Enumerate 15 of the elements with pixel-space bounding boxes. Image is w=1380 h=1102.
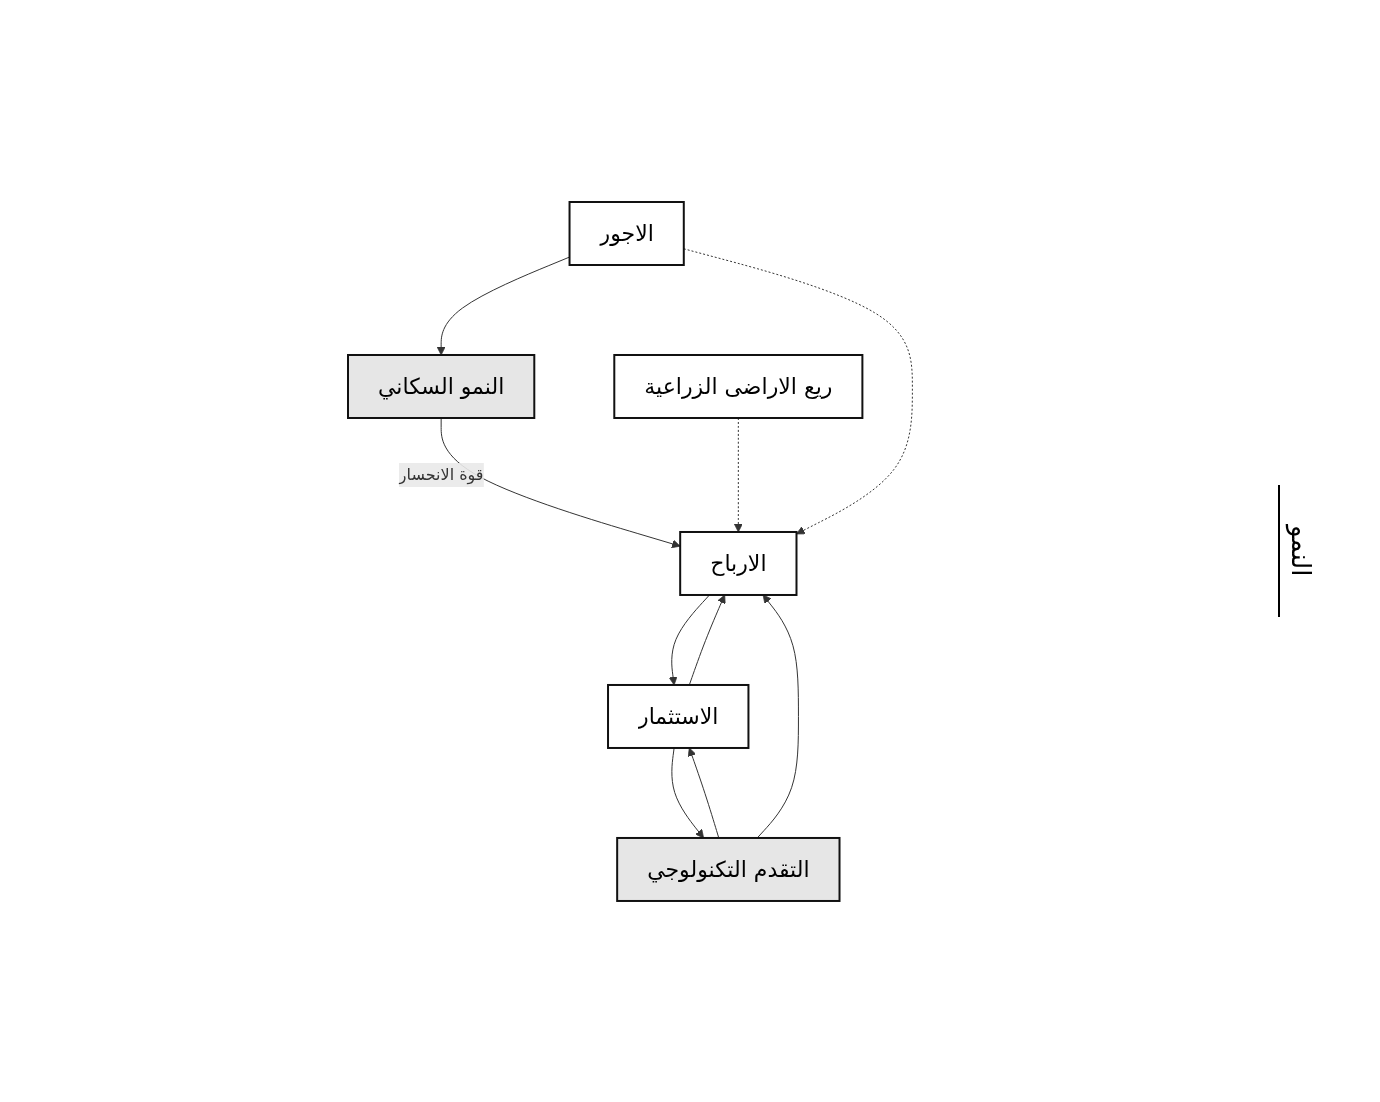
node-box: الاجور [568,200,685,266]
node-box: ريع الاراضى الزراعية [613,353,864,419]
node-box: الارباح [679,530,798,596]
arrow [436,256,570,355]
edge-label: قوة الانحسار [398,464,484,484]
node-box: التقدم التكنولوجي [615,836,841,902]
arrow [733,417,743,532]
arrow [756,594,799,838]
arrow [688,594,726,685]
arrow [671,747,704,838]
node-box: النمو السكاني [346,353,536,419]
side-label: النمو [1278,485,1322,617]
arrow [687,747,720,838]
node-box: الاستثمار [606,683,750,749]
arrow [668,594,710,685]
